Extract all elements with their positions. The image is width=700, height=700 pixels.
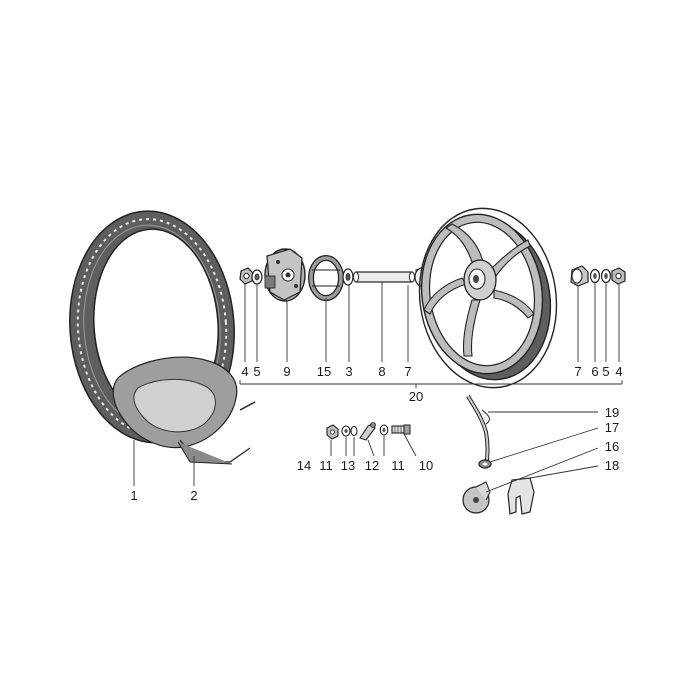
label-11-right: 11 <box>391 458 405 473</box>
label-14: 14 <box>297 458 311 473</box>
label-7-right: 7 <box>574 364 581 379</box>
label-16: 16 <box>605 439 619 454</box>
leader-lines <box>133 282 623 493</box>
brake-plate <box>264 248 306 302</box>
washer-5-right <box>600 268 612 284</box>
label-5-right: 5 <box>602 364 609 379</box>
nut-4-left <box>239 267 254 285</box>
washer-6 <box>589 268 601 284</box>
label-1: 1 <box>130 488 137 503</box>
label-12: 12 <box>365 458 379 473</box>
label-8: 8 <box>378 364 385 379</box>
label-17: 17 <box>605 420 619 435</box>
label-18: 18 <box>605 458 619 473</box>
spacer-7-right <box>570 265 589 287</box>
washer-3 <box>342 268 354 286</box>
washer-11-left <box>341 425 351 437</box>
speedo-cable <box>466 395 490 467</box>
label-20: 20 <box>409 389 423 404</box>
nut-4-right <box>611 267 626 285</box>
bracket-18 <box>507 477 535 515</box>
axle <box>353 271 415 283</box>
label-6: 6 <box>591 364 598 379</box>
label-4-right: 4 <box>615 364 622 379</box>
label-13: 13 <box>341 458 355 473</box>
label-7-left: 7 <box>404 364 411 379</box>
label-3: 3 <box>345 364 352 379</box>
label-9: 9 <box>283 364 290 379</box>
drive-gear-16 <box>462 481 491 514</box>
washer-5-left <box>251 269 263 285</box>
part-labels: 4 5 9 15 3 8 7 7 6 5 4 20 1 2 14 11 12 <box>130 364 622 503</box>
label-10: 10 <box>419 458 433 473</box>
washer-11-right <box>379 424 389 436</box>
label-5-left: 5 <box>253 364 260 379</box>
nut-14 <box>326 424 339 440</box>
washer-13 <box>350 425 358 437</box>
label-4-left: 4 <box>241 364 248 379</box>
label-19: 19 <box>605 405 619 420</box>
screw-10 <box>391 424 411 435</box>
brake-shoes <box>308 255 344 301</box>
valve-stem-12 <box>359 422 376 441</box>
label-2: 2 <box>190 488 197 503</box>
label-15: 15 <box>317 364 331 379</box>
label-11-left: 11 <box>319 458 333 473</box>
wheel-rim <box>418 207 558 389</box>
o-ring-17 <box>478 459 492 469</box>
inner-tube <box>112 356 256 465</box>
